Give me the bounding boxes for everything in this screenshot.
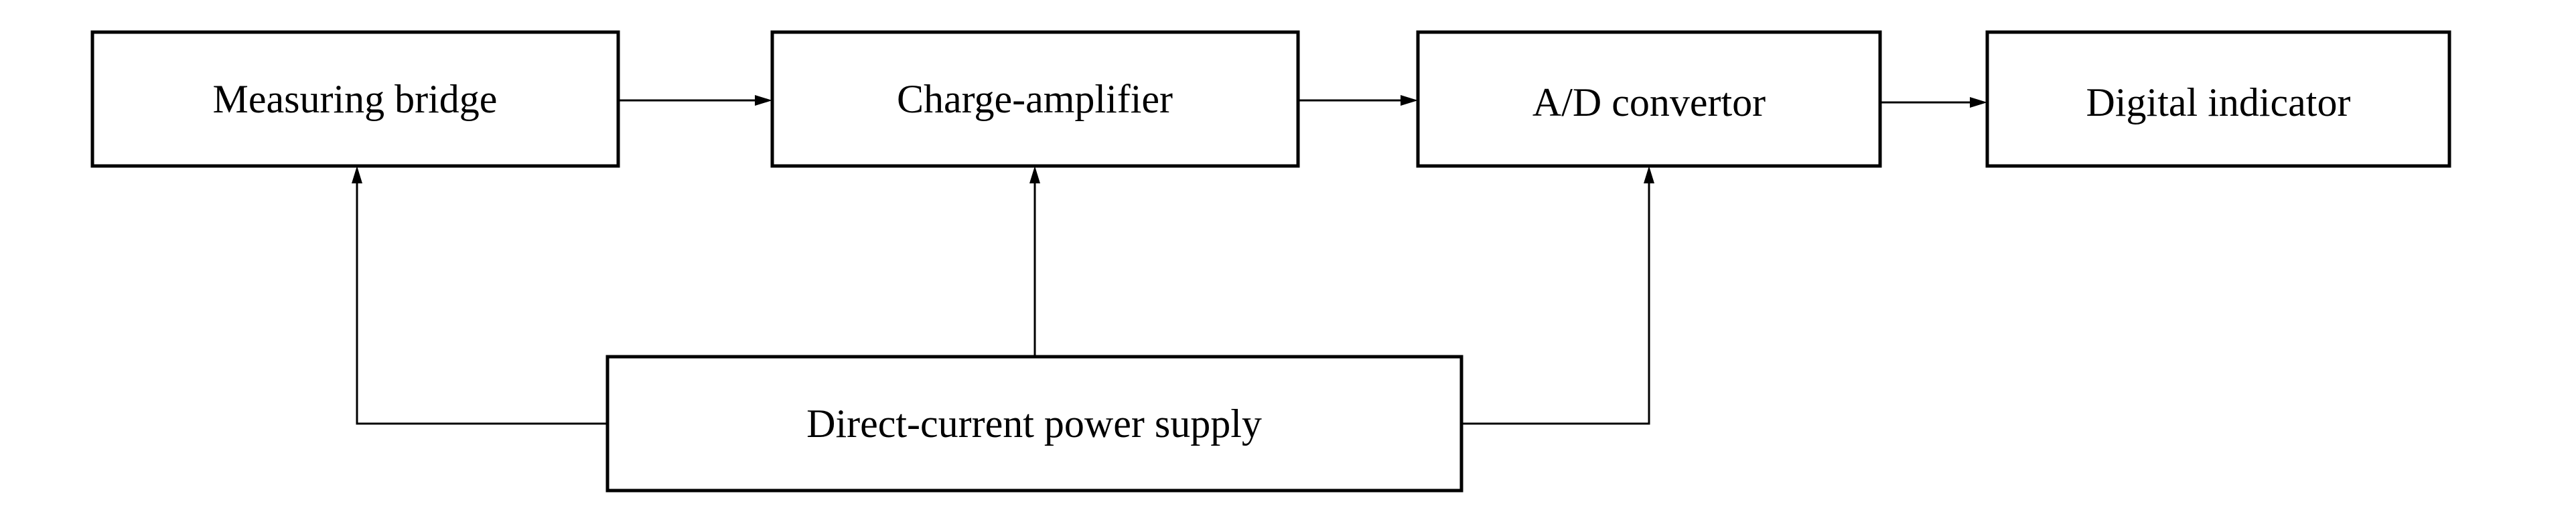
block-charge-amplifier-frame xyxy=(770,30,1300,168)
block-digital-indicator-label: Digital indicator xyxy=(2086,80,2351,124)
arrow-convertor-to-indicator xyxy=(1880,97,1987,108)
block-digital-indicator: Digital indicator xyxy=(1985,30,2451,168)
arrow-amplifier-to-convertor xyxy=(1298,95,1418,106)
arrow-power-to-bridge-head xyxy=(352,166,362,183)
arrow-power-to-convertor-line xyxy=(1461,181,1650,425)
block-ad-convertor: A/D convertor xyxy=(1416,30,1882,168)
arrow-power-to-amplifier-head xyxy=(1029,166,1040,183)
block-power-supply-label: Direct-current power supply xyxy=(806,402,1262,446)
arrow-power-to-bridge xyxy=(352,166,607,425)
arrow-bridge-to-amplifier xyxy=(618,95,772,106)
arrow-convertor-to-indicator-head xyxy=(1970,97,1987,108)
arrow-power-to-bridge-line xyxy=(356,181,607,425)
block-measuring-bridge-label: Measuring bridge xyxy=(213,77,498,121)
block-ad-convertor-label: A/D convertor xyxy=(1532,80,1766,124)
block-power-supply-frame xyxy=(605,355,1463,493)
arrow-amplifier-to-convertor-head xyxy=(1401,95,1418,106)
arrow-bridge-to-amplifier-head xyxy=(755,95,772,106)
arrow-power-to-convertor-head xyxy=(1644,166,1654,183)
block-power-supply: Direct-current power supply xyxy=(605,355,1463,493)
block-measuring-bridge-frame xyxy=(90,30,620,168)
block-digital-indicator-frame xyxy=(1985,30,2451,168)
arrow-power-to-amplifier xyxy=(1029,166,1040,357)
block-charge-amplifier: Charge-amplifier xyxy=(770,30,1300,168)
block-charge-amplifier-label: Charge-amplifier xyxy=(897,77,1173,121)
block-measuring-bridge: Measuring bridge xyxy=(90,30,620,168)
arrow-power-to-convertor xyxy=(1461,166,1654,425)
block-ad-convertor-frame xyxy=(1416,30,1882,168)
